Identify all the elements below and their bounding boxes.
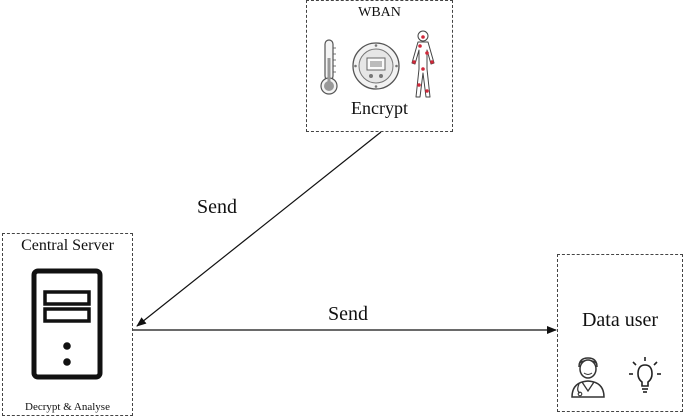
- central-server-title: Central Server: [21, 237, 114, 254]
- central-server-box: Central Server Decrypt & Analyse: [2, 233, 133, 416]
- body-sensors-icon: [411, 30, 435, 98]
- send-label-upper: Send: [197, 196, 237, 218]
- wban-encrypt-label: Encrypt: [351, 98, 408, 118]
- sensor-device-icon: [352, 42, 400, 90]
- arrow-wban-to-server: [136, 131, 382, 327]
- data-user-title: Data user: [581, 309, 659, 331]
- wban-title: WBAN: [358, 5, 401, 20]
- data-user-box: Data user: [557, 254, 683, 412]
- thermometer-icon: [320, 39, 338, 95]
- send-label-lower: Send: [328, 303, 368, 325]
- central-server-caption: Decrypt & Analyse: [25, 401, 110, 413]
- wban-box: WBAN Encrypt: [306, 0, 453, 132]
- server-tower-icon: [31, 268, 103, 380]
- lightbulb-icon: [629, 357, 661, 393]
- doctor-icon: [571, 357, 605, 398]
